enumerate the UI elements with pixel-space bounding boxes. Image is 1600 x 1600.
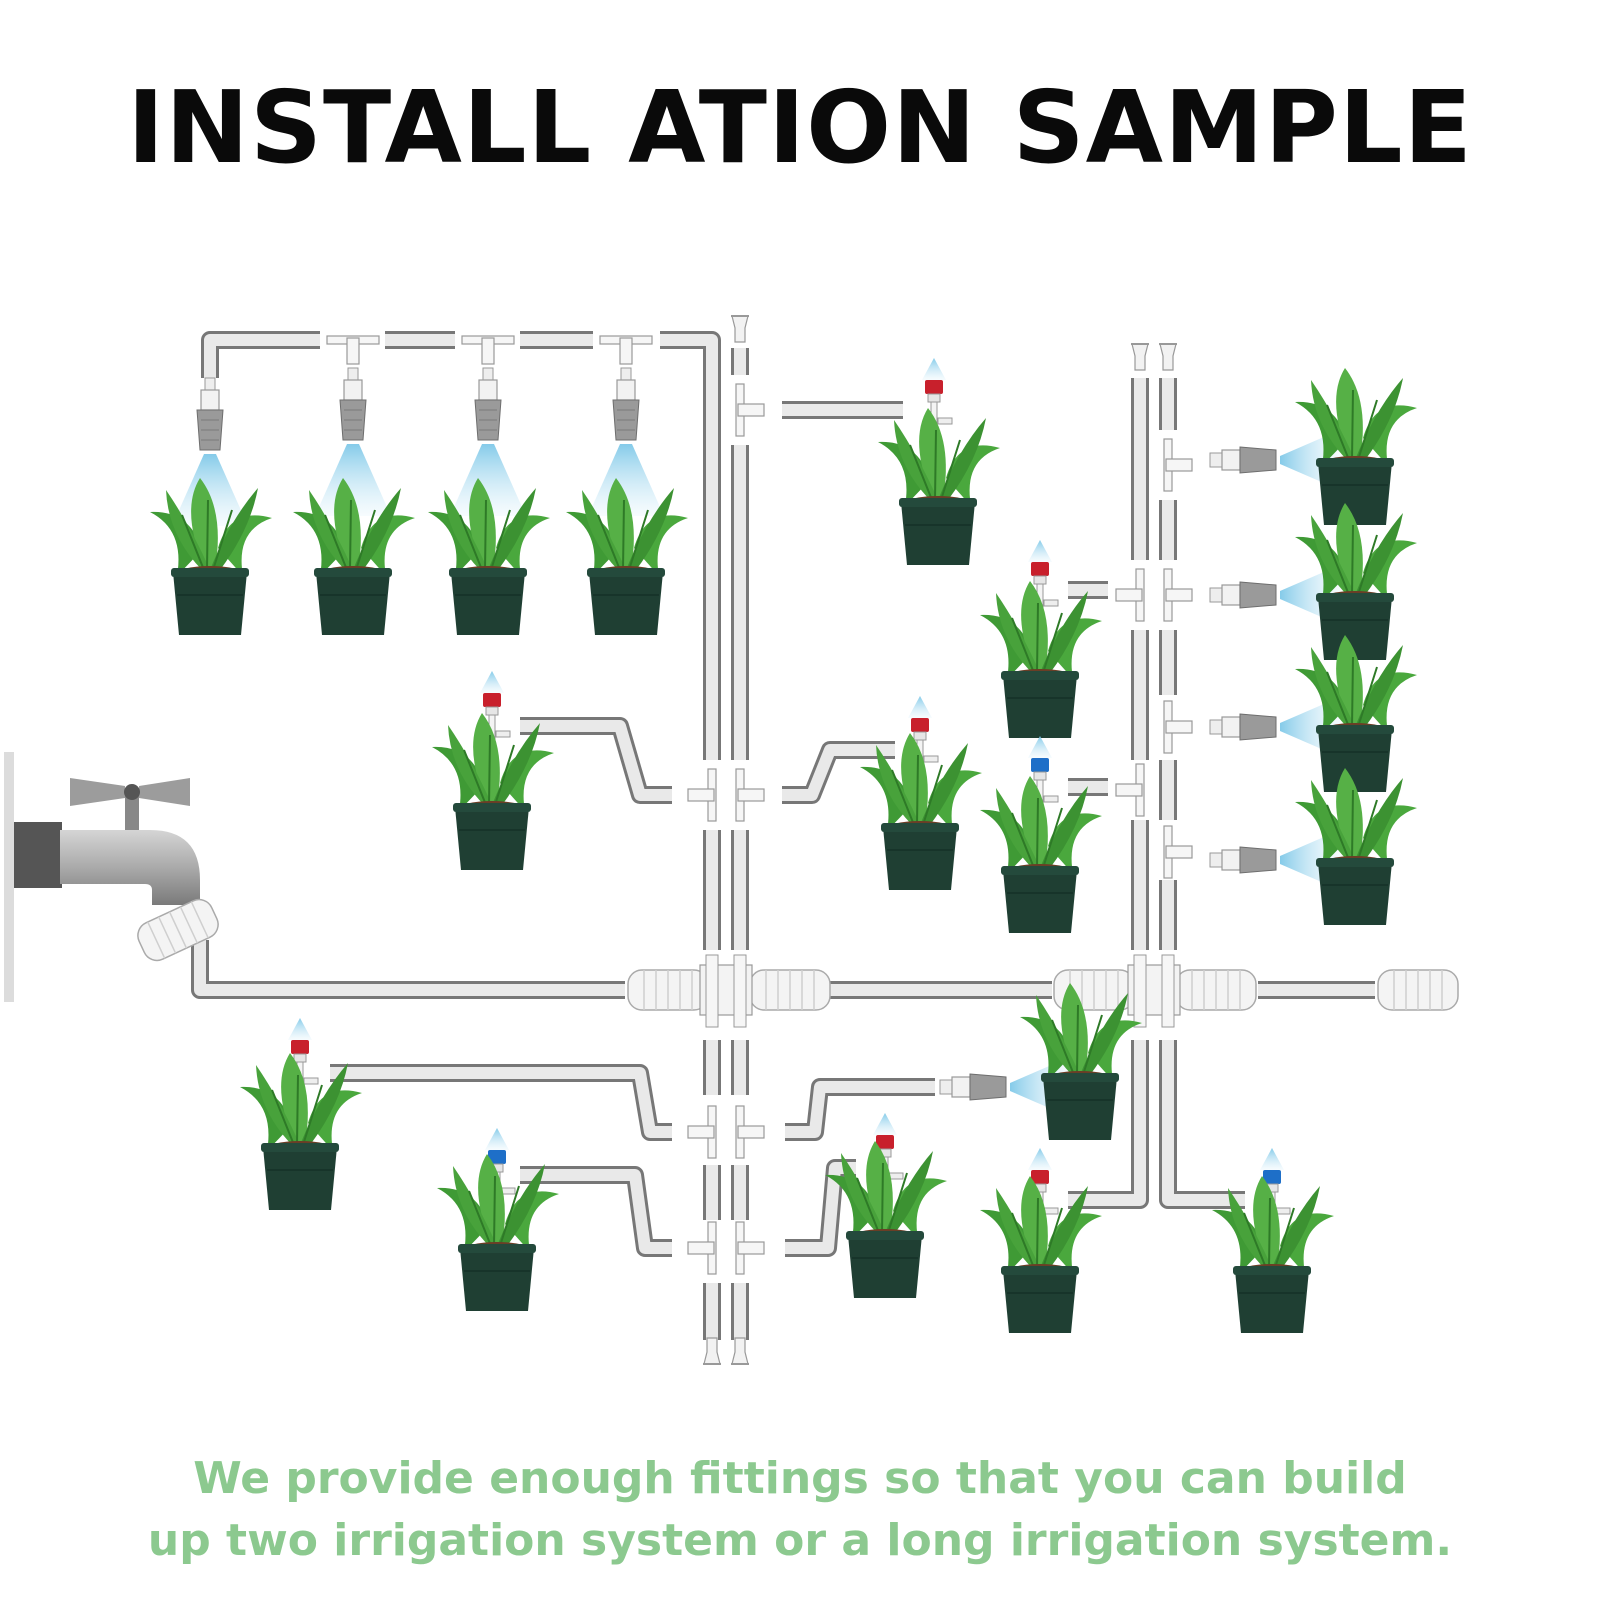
end-hose-connector-icon: [1377, 969, 1459, 1011]
faucet-icon: [4, 752, 224, 1002]
tubing: [191, 331, 1375, 1340]
overhead-spray-row: [149, 367, 689, 636]
caption-line-2: up two irrigation system or a long irrig…: [147, 1515, 1453, 1566]
page-title: INSTALL ATION SAMPLE: [127, 69, 1473, 186]
caption-line-1: We provide enough fittings so that you c…: [193, 1453, 1407, 1504]
manifold-left: [627, 954, 831, 1028]
side-spray-column: [939, 367, 1418, 1141]
caption: We provide enough fittings so that you c…: [100, 1448, 1500, 1572]
manifold-right: [1053, 954, 1257, 1028]
